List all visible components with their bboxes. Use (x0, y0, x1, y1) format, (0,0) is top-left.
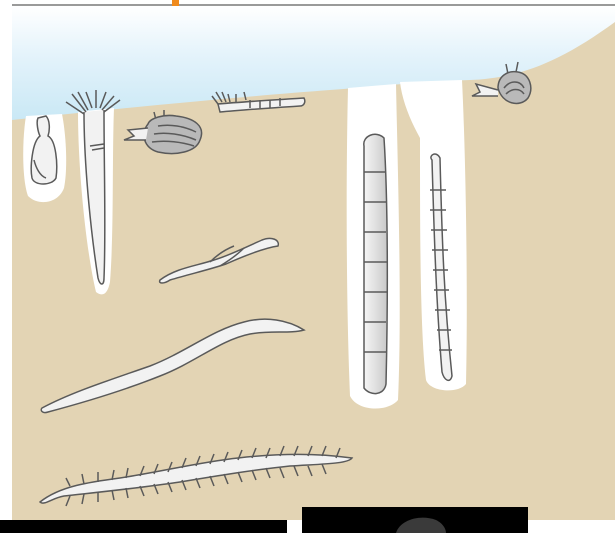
segmented-worm-icon (364, 134, 388, 393)
top-rule (12, 4, 615, 6)
bottom-bar-left (0, 520, 287, 533)
